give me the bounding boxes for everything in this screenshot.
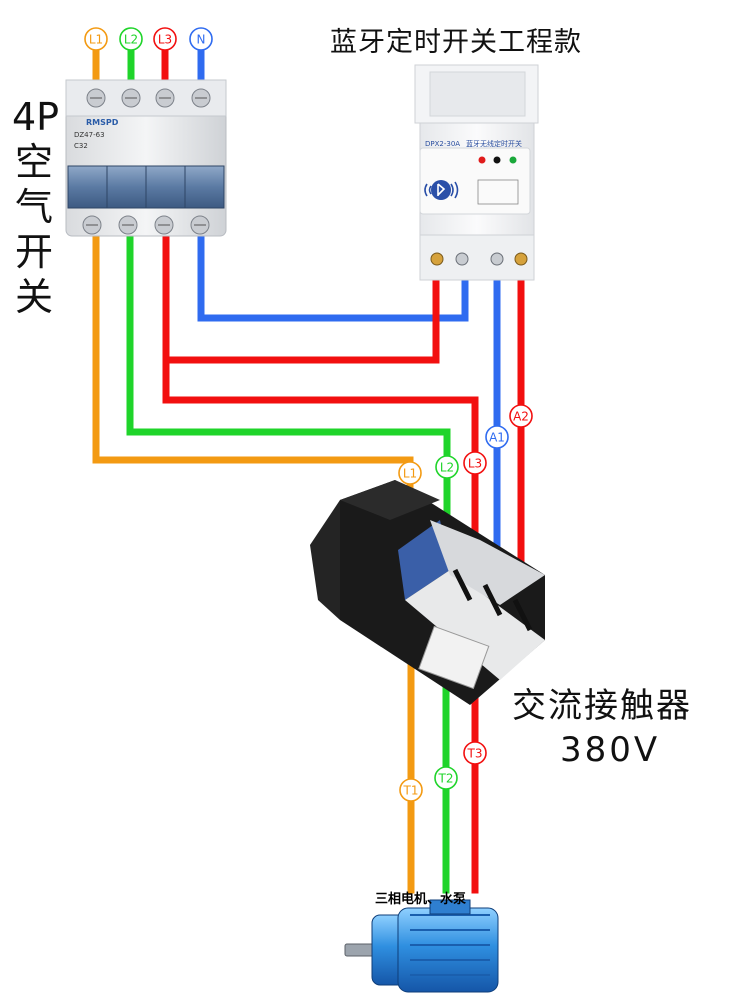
wire-tag-in-l3-circle xyxy=(463,451,487,475)
bluetooth-icon xyxy=(424,180,459,200)
breaker-bottom-screws xyxy=(82,215,210,235)
wire-tag-top-l1-circle xyxy=(84,27,108,51)
wire-n-to-timer xyxy=(197,228,469,322)
breaker-4p: RMSPD DZ47-63 C32 xyxy=(65,79,227,237)
wire-tag-coil-a1: A1 xyxy=(489,431,505,445)
wire-tag-out-t2-circle xyxy=(434,766,458,790)
timer-red-button[interactable] xyxy=(478,156,486,164)
timer-name: 蓝牙无线定时开关 xyxy=(466,139,522,148)
wire-tag-top-n-circle xyxy=(189,27,213,51)
wire-tag-coil-a2: A2 xyxy=(513,410,529,424)
wire-tag-in-l1: L1 xyxy=(403,467,417,481)
timer-model: DPX2-30A xyxy=(425,140,460,148)
wire-l3-to-contactor xyxy=(162,356,479,564)
wire-tag-in-l3: L3 xyxy=(468,457,482,471)
breaker-label: 4P空气开关 xyxy=(12,95,60,319)
wire-tag-coil-a1-circle xyxy=(485,425,509,449)
timer-terminals xyxy=(430,252,528,266)
contactor-label: 交流接触器 xyxy=(512,686,692,726)
wire-tag-top-n: N xyxy=(197,33,206,47)
wire-tag-top-l2: L2 xyxy=(124,33,138,47)
breaker-model: DZ47-63 xyxy=(74,131,105,139)
breaker-top-screws xyxy=(86,88,211,108)
wire-tag-in-l2: L2 xyxy=(440,461,454,475)
motor-pump xyxy=(344,899,499,993)
wire-tag-top-l3: L3 xyxy=(158,33,172,47)
timer-black-button[interactable] xyxy=(493,156,501,164)
wire-tag-out-t3: T3 xyxy=(467,747,483,761)
contactor-nameplate xyxy=(398,520,450,600)
page-title: 蓝牙定时开关工程款 xyxy=(330,27,582,58)
wire-tag-out-t3-circle xyxy=(463,741,487,765)
wire-tag-in-l2-circle xyxy=(435,455,459,479)
breaker-rating: C32 xyxy=(74,142,88,150)
wire-tag-top-l1: L1 xyxy=(89,33,103,47)
wire-l3-to-timer xyxy=(162,228,440,364)
wire-tag-coil-a2-circle xyxy=(509,404,533,428)
wire-tag-out-t1-circle xyxy=(399,778,423,802)
bluetooth-timer-switch: DPX2-30A 蓝牙无线定时开关 xyxy=(414,64,539,281)
ac-contactor xyxy=(310,480,545,705)
timer-green-button[interactable] xyxy=(509,156,517,164)
wire-tag-top-l3-circle xyxy=(153,27,177,51)
wires xyxy=(92,46,525,894)
wire-tag-in-l1-circle xyxy=(398,461,422,485)
motor-label: 三相电机、水泵 xyxy=(375,892,467,907)
contactor-voltage: 380V xyxy=(560,730,661,770)
wire-l1-to-contactor xyxy=(92,228,414,504)
breaker-brand: RMSPD xyxy=(86,118,119,127)
wire-tag-out-t2: T2 xyxy=(438,772,454,786)
wire-tag-out-t1: T1 xyxy=(403,784,419,798)
wire-tag-top-l2-circle xyxy=(119,27,143,51)
